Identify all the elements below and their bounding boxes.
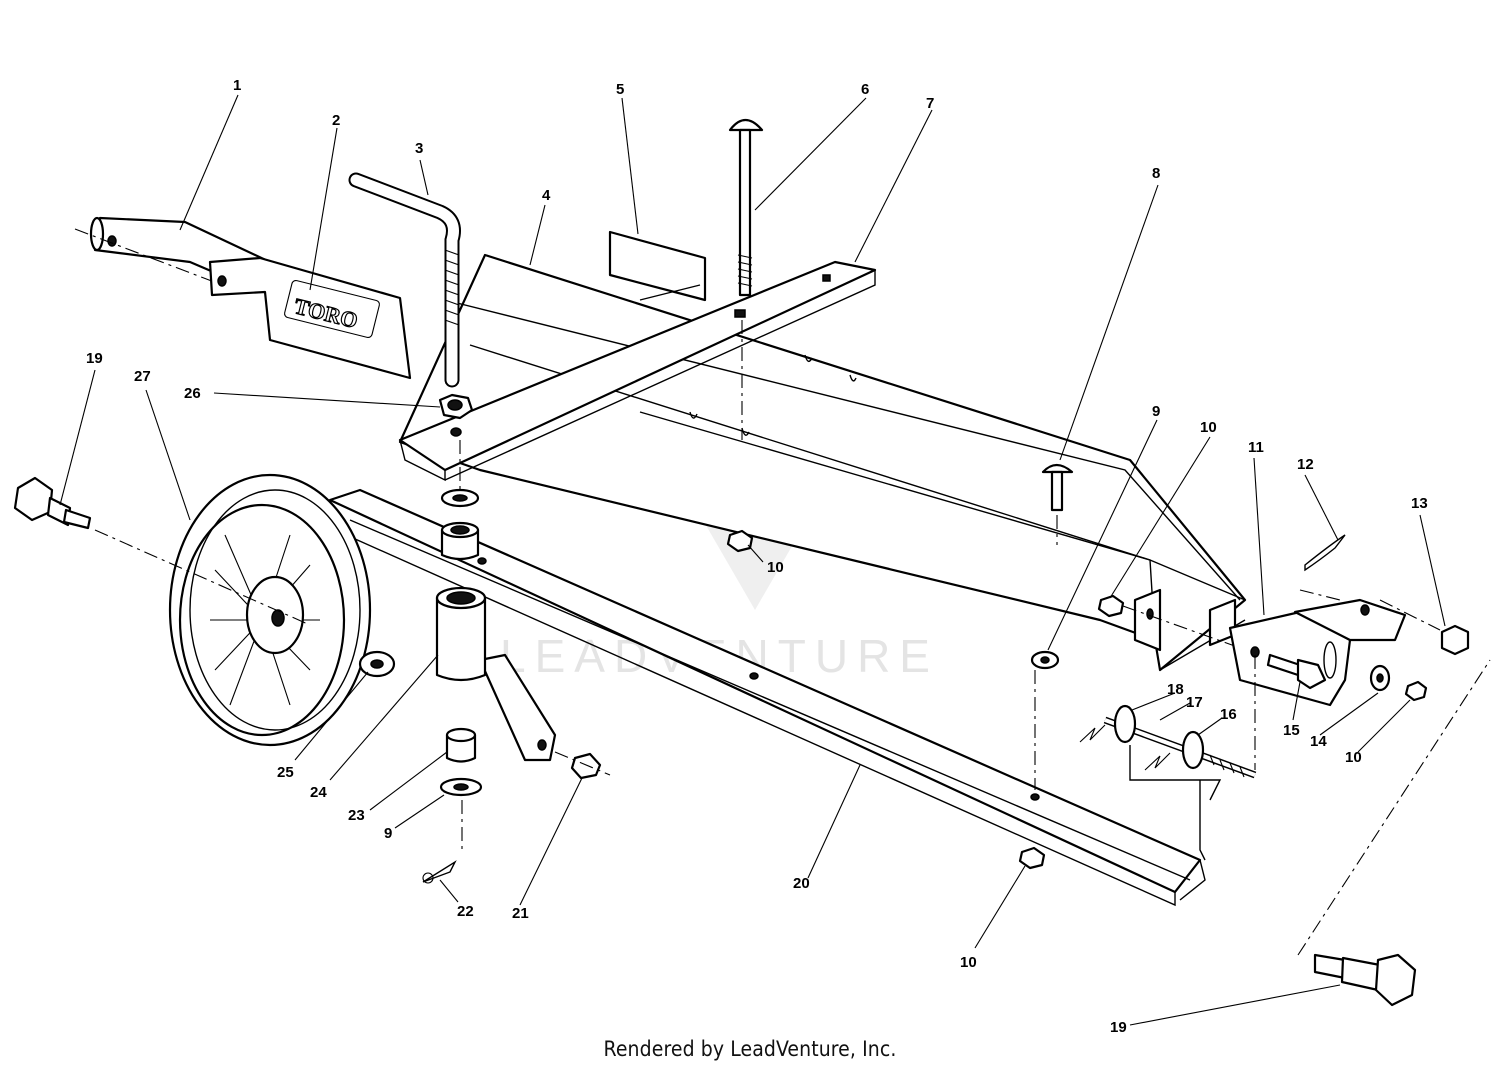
callout-label: 19 <box>1110 1019 1127 1036</box>
callout-label: 7 <box>926 95 934 112</box>
callout-label: 8 <box>1152 165 1160 182</box>
nut-13 <box>1379 599 1470 656</box>
pivot-bracket <box>1228 598 1407 707</box>
callout-label: 20 <box>793 875 810 892</box>
callout-label: 23 <box>348 807 365 824</box>
wheel <box>94 473 372 747</box>
washer-25 <box>358 650 396 678</box>
callout-label: 3 <box>415 140 423 157</box>
callout-label: 26 <box>184 385 201 402</box>
cross-bar <box>398 260 877 482</box>
callout-label: 22 <box>457 903 474 920</box>
toro-plate: TORO <box>208 256 412 380</box>
callout-label: 18 <box>1167 681 1184 698</box>
callouts: 1 2 3 4 5 6 7 8 9 10 11 12 13 19 27 26 1… <box>86 77 1428 1036</box>
callout-label: 27 <box>134 368 151 385</box>
callout-label: 4 <box>542 187 551 204</box>
bracket-plate <box>608 230 707 302</box>
callout-label: 10 <box>1200 419 1217 436</box>
bushing-stack <box>439 440 483 850</box>
callout-label: 9 <box>384 825 392 842</box>
cotter-pin-12 <box>1299 534 1346 601</box>
rod-assembly <box>1079 655 1257 861</box>
callout-label: 16 <box>1220 706 1237 723</box>
callout-label: 11 <box>1248 439 1264 456</box>
callout-label: 6 <box>861 81 869 98</box>
callout-label: 25 <box>277 764 294 781</box>
callout-label: 5 <box>616 81 624 98</box>
carriage-bolt-long <box>728 118 764 440</box>
callout-label: 1 <box>233 77 241 94</box>
callout-label: 14 <box>1310 733 1327 750</box>
pivot-tube <box>435 586 557 762</box>
carriage-bolt-short <box>1041 463 1074 545</box>
callout-label: 17 <box>1186 694 1203 711</box>
callout-label: 10 <box>960 954 977 971</box>
washer-14 <box>1369 664 1391 692</box>
nut-21 <box>554 751 611 780</box>
washer-9-right <box>1030 650 1060 670</box>
shoulder-bolt-left <box>13 476 92 530</box>
leader-lines <box>59 94 1446 1026</box>
shoulder-bolt-right <box>1297 659 1491 1007</box>
hook-bolt <box>348 172 461 388</box>
callout-label: 10 <box>767 559 784 576</box>
nut-10-c <box>1018 670 1046 870</box>
callout-label: 12 <box>1297 456 1314 473</box>
callout-label: 9 <box>1152 403 1160 420</box>
callout-label: 2 <box>332 112 340 129</box>
callout-label: 13 <box>1411 495 1428 512</box>
footer-credit: Rendered by LeadVenture, Inc. <box>603 1037 897 1061</box>
callout-label: 19 <box>86 350 103 367</box>
callout-label: 10 <box>1345 749 1362 766</box>
nut-26 <box>438 393 474 420</box>
callout-label: 21 <box>512 905 529 922</box>
cotter-pin-22 <box>422 860 457 884</box>
callout-label: 24 <box>310 784 327 801</box>
callout-label: 15 <box>1283 722 1300 739</box>
nut-10-d <box>1404 680 1428 702</box>
